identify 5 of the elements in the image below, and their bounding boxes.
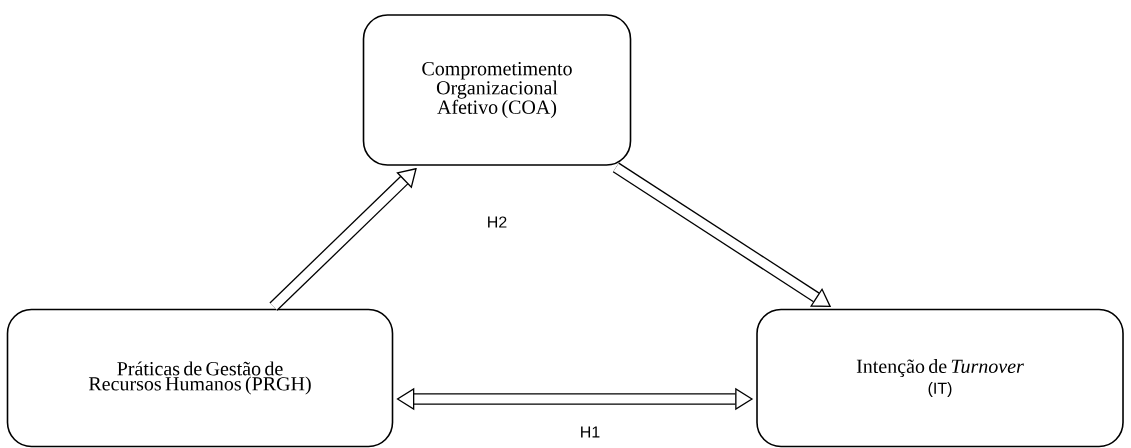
concept-box: Intenção de Turnover (IT)	[756, 308, 1124, 448]
hypothesis-label: H1	[581, 426, 600, 438]
hypothesis-label: H2	[488, 216, 507, 228]
concept-box: Práticas de Gestão de Recursos Humanos (PRGH)	[6, 308, 394, 448]
concept-box: Comprometimento Organizacional Afetivo (COA)	[362, 14, 632, 166]
